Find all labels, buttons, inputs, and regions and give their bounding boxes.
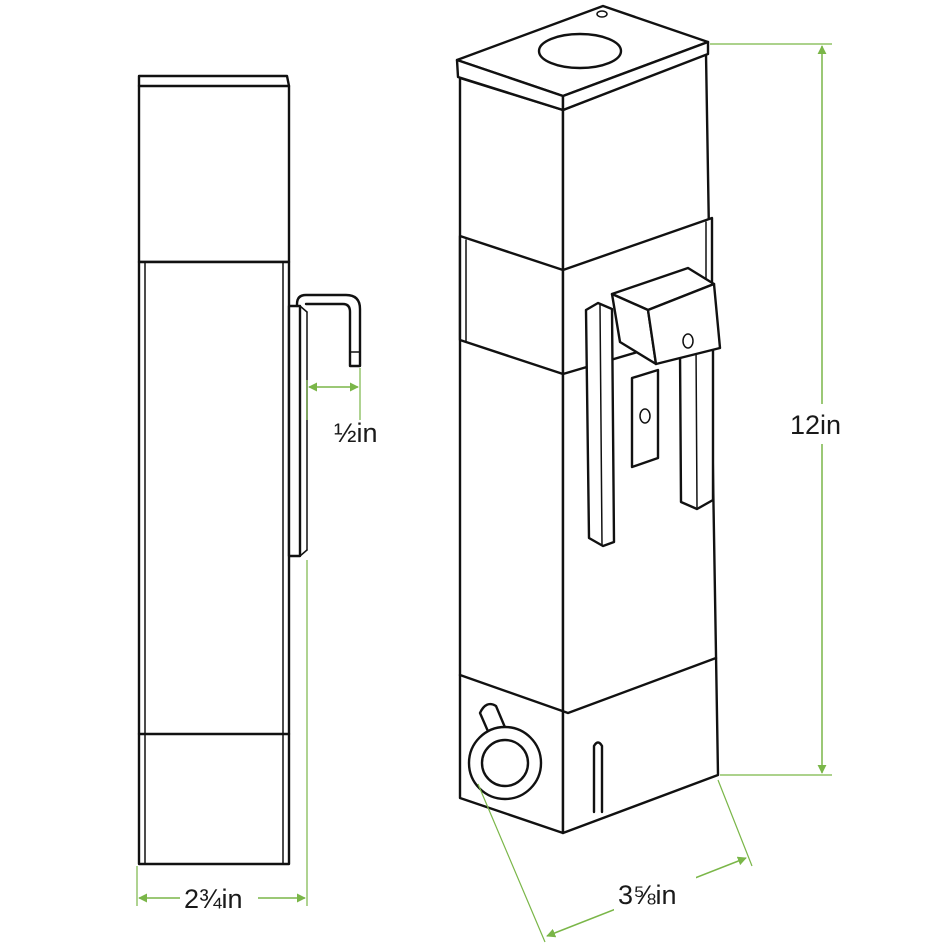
iso-mount-plate-hole [639, 408, 651, 424]
iso-drain-slot [592, 741, 604, 814]
iso-lid-side-edge [561, 40, 710, 112]
hook-offset-label: ½in [334, 418, 378, 448]
side-view-mount-plate [287, 304, 302, 558]
side-view-hook [295, 293, 362, 368]
side-view-dimensions: ½in 2¾in [136, 368, 378, 914]
side-width-label: 2¾in [184, 884, 243, 914]
iso-lid-vent-hole [596, 10, 608, 18]
iso-drain-knob-outer [467, 725, 543, 801]
iso-base-band [458, 656, 718, 715]
iso-hook-left-leg [584, 301, 616, 548]
iso-hook-clip-hole [682, 333, 694, 349]
side-view-body [137, 260, 291, 866]
isometric-view [455, 4, 722, 835]
depth-label: 3⅝in [618, 880, 677, 910]
iso-hook-clip-side [646, 282, 722, 366]
iso-front-face [458, 76, 565, 835]
iso-drain-knob-inner [480, 738, 530, 788]
height-label: 12in [790, 410, 841, 440]
isometric-dimensions: 12in 3⅝in [477, 43, 856, 943]
side-view [137, 74, 362, 866]
iso-lid-opening [537, 32, 623, 70]
side-view-top-cap [137, 74, 291, 264]
iso-mount-plate [630, 368, 660, 469]
